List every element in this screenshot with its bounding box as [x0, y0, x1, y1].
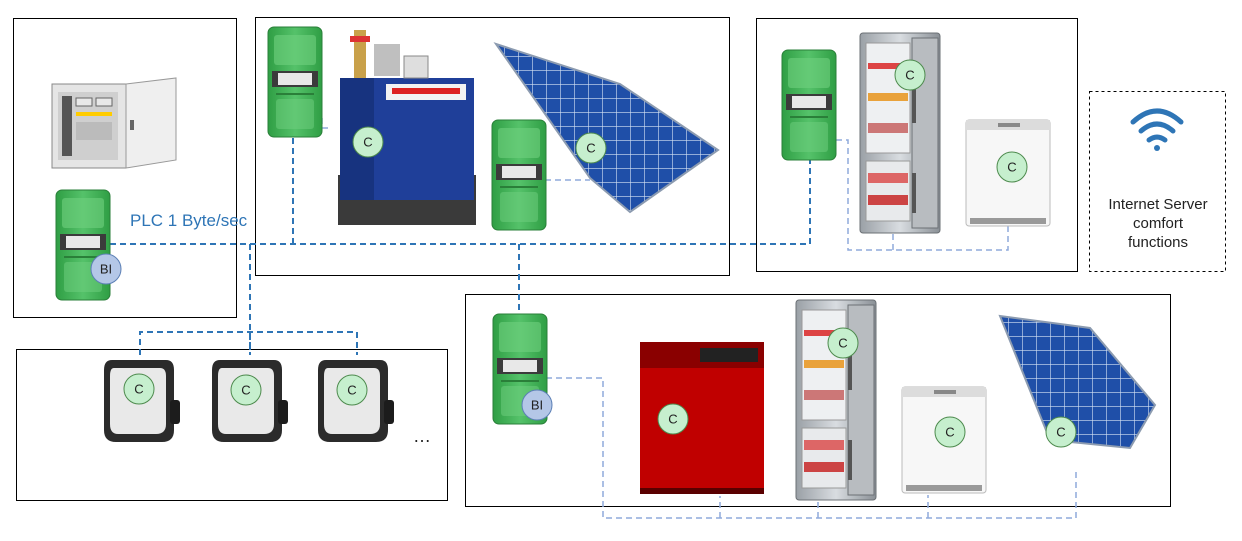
- wallbox-group-box: [16, 349, 448, 501]
- svg-text:comfort: comfort: [1133, 215, 1184, 232]
- svg-text:C: C: [905, 68, 914, 83]
- client-badge-wallbox-2: C: [230, 374, 262, 406]
- client-badge-dishwasher-2: C: [934, 416, 966, 448]
- ellipsis: …: [413, 426, 431, 446]
- solar-panel-icon: [998, 314, 1157, 450]
- red-heater-icon: [640, 342, 764, 494]
- svg-text:Internet Server: Internet Server: [1108, 196, 1207, 213]
- boiler-solar-group-box: [255, 17, 730, 276]
- svg-text:C: C: [586, 141, 595, 156]
- svg-text:C: C: [1007, 160, 1016, 175]
- cabinet-group-box: [13, 18, 237, 318]
- appliances-group-box: [756, 18, 1078, 272]
- refrigerator-icon: [859, 32, 941, 234]
- svg-text:C: C: [347, 383, 356, 398]
- client-badge-wallbox-3: C: [336, 374, 368, 406]
- svg-text:BI: BI: [531, 398, 543, 413]
- bridge-badge-cabinet: BI: [90, 253, 122, 285]
- svg-text:C: C: [945, 425, 954, 440]
- smart-meter-icon: [781, 49, 837, 161]
- client-badge-solar: C: [575, 132, 607, 164]
- svg-text:C: C: [668, 412, 677, 427]
- heating-boiler-icon: [338, 30, 476, 225]
- client-badge-dishwasher: C: [996, 151, 1028, 183]
- client-badge-wallbox-1: C: [123, 373, 155, 405]
- client-badge-heater: C: [657, 403, 689, 435]
- server-group-box: [1089, 91, 1226, 272]
- svg-text:C: C: [1056, 425, 1065, 440]
- client-badge-solar-2: C: [1045, 416, 1077, 448]
- svg-text:C: C: [838, 336, 847, 351]
- svg-text:C: C: [134, 382, 143, 397]
- server-label: Internet Server comfort functions: [1108, 196, 1207, 251]
- smart-meter-icon: [491, 119, 547, 231]
- solar-panel-icon: [493, 42, 720, 214]
- client-badge-boiler: C: [352, 126, 384, 158]
- bridge-badge-household: BI: [521, 389, 553, 421]
- control-cabinet-icon: [51, 77, 177, 169]
- plc-label: PLC 1 Byte/sec: [130, 211, 248, 230]
- client-badge-fridge: C: [894, 59, 926, 91]
- svg-text:functions: functions: [1128, 234, 1188, 251]
- smart-meter-icon: [267, 26, 323, 138]
- svg-text:C: C: [363, 135, 372, 150]
- client-badge-fridge-2: C: [827, 327, 859, 359]
- wifi-icon: [1130, 108, 1184, 151]
- svg-text:BI: BI: [100, 262, 112, 277]
- svg-text:C: C: [241, 383, 250, 398]
